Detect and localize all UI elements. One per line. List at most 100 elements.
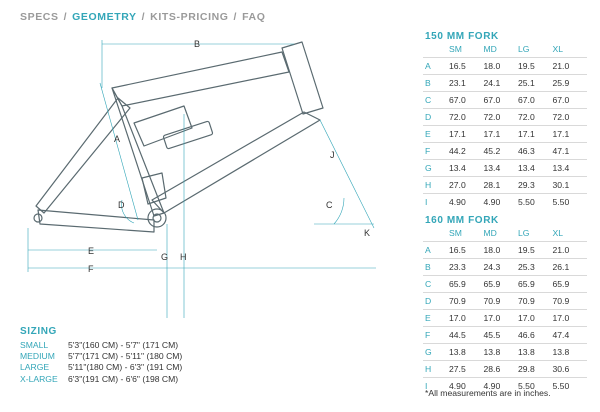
row-label: C <box>423 91 449 109</box>
cell-value: 21.0 <box>552 57 587 75</box>
column-header-blank <box>423 225 449 242</box>
nav-specs[interactable]: SPECS <box>20 11 59 23</box>
dim-label-e: E <box>88 246 94 256</box>
row-label: A <box>423 57 449 75</box>
cell-value: 29.8 <box>518 360 553 378</box>
cell-value: 72.0 <box>552 108 587 126</box>
cell-value: 72.0 <box>449 108 484 126</box>
chain-stay <box>37 209 155 233</box>
cell-value: 13.8 <box>483 343 518 361</box>
main-pivot <box>141 172 167 205</box>
dim-label-b: B <box>194 39 200 49</box>
cell-value: 16.5 <box>449 57 484 75</box>
cell-value: 26.1 <box>552 258 587 276</box>
dim-label-k: K <box>364 228 370 238</box>
top-tube <box>111 51 290 107</box>
dim-label-c: C <box>326 200 333 210</box>
section-nav: SPECS/GEOMETRY/KITS-PRICING/FAQ <box>20 11 265 23</box>
cell-value: 5.50 <box>552 377 587 394</box>
nav-geometry[interactable]: GEOMETRY <box>72 11 137 23</box>
cell-value: 23.3 <box>449 258 484 276</box>
cell-value: 65.9 <box>518 275 553 293</box>
column-header: XL <box>552 228 564 238</box>
cell-value: 29.3 <box>518 176 553 194</box>
dim-label-h: H <box>180 252 187 262</box>
rear-shock <box>162 120 214 150</box>
cell-value: 17.0 <box>449 309 484 327</box>
cell-value: 45.5 <box>483 326 518 344</box>
sizing-title: SIZING <box>20 326 57 337</box>
size-range: 5'11"(180 CM) - 6'3" (191 CM) <box>68 362 183 373</box>
cell-value: 46.6 <box>518 326 553 344</box>
cell-value: 13.4 <box>483 159 518 177</box>
nav-kits-pricing[interactable]: KITS-PRICING <box>150 11 229 23</box>
dim-label-d: D <box>118 200 125 210</box>
row-label: B <box>423 258 449 276</box>
row-label: H <box>423 176 449 194</box>
cell-value: 25.9 <box>552 74 587 92</box>
dim-label-a: A <box>114 134 120 144</box>
dim-label-j: J <box>330 150 335 160</box>
rocker-link <box>133 105 193 147</box>
cell-value: 70.9 <box>449 292 484 310</box>
cell-value: 4.90 <box>449 193 484 210</box>
cell-value: 4.90 <box>449 377 484 394</box>
cell-value: 28.1 <box>483 176 518 194</box>
row-label: G <box>423 159 449 177</box>
column-header: SM <box>449 44 462 54</box>
cell-value: 24.1 <box>483 74 518 92</box>
cell-value: 17.0 <box>552 309 587 327</box>
cell-value: 65.9 <box>449 275 484 293</box>
size-name: SMALL <box>20 340 49 350</box>
cell-value: 13.8 <box>449 343 484 361</box>
row-label: G <box>423 343 449 361</box>
measurement-footnote: *All measurements are in inches. <box>425 388 551 398</box>
nav-separator: / <box>233 11 238 23</box>
cell-value: 17.1 <box>483 125 518 143</box>
cell-value: 65.9 <box>552 275 587 293</box>
column-header: LG <box>518 44 530 54</box>
cell-value: 13.4 <box>518 159 553 177</box>
cell-value: 44.2 <box>449 142 484 160</box>
cell-value: 17.1 <box>552 125 587 143</box>
cell-value: 16.5 <box>449 241 484 259</box>
seat-tube <box>111 87 165 217</box>
frame-geometry-diagram: A B C D E F G H J K <box>27 39 376 318</box>
nav-separator: / <box>63 11 68 23</box>
rear-axle <box>33 213 43 223</box>
seat-stay <box>35 97 131 214</box>
column-header: XL <box>552 44 564 54</box>
cell-value: 44.5 <box>449 326 484 344</box>
row-label: E <box>423 309 449 327</box>
nav-faq[interactable]: FAQ <box>242 11 266 23</box>
row-label: B <box>423 74 449 92</box>
cell-value: 21.0 <box>552 241 587 259</box>
cell-value: 4.90 <box>483 377 518 394</box>
head-tube <box>281 41 324 115</box>
row-label: D <box>423 108 449 126</box>
cell-value: 28.6 <box>483 360 518 378</box>
cell-value: 30.1 <box>552 176 587 194</box>
cell-value: 4.90 <box>483 193 518 210</box>
row-label: A <box>423 241 449 259</box>
cell-value: 65.9 <box>483 275 518 293</box>
column-header: SM <box>449 228 462 238</box>
cell-value: 67.0 <box>449 91 484 109</box>
dim-label-g: G <box>161 252 168 262</box>
size-name: LARGE <box>20 362 50 373</box>
cell-value: 24.3 <box>483 258 518 276</box>
cell-value: 17.0 <box>518 309 553 327</box>
